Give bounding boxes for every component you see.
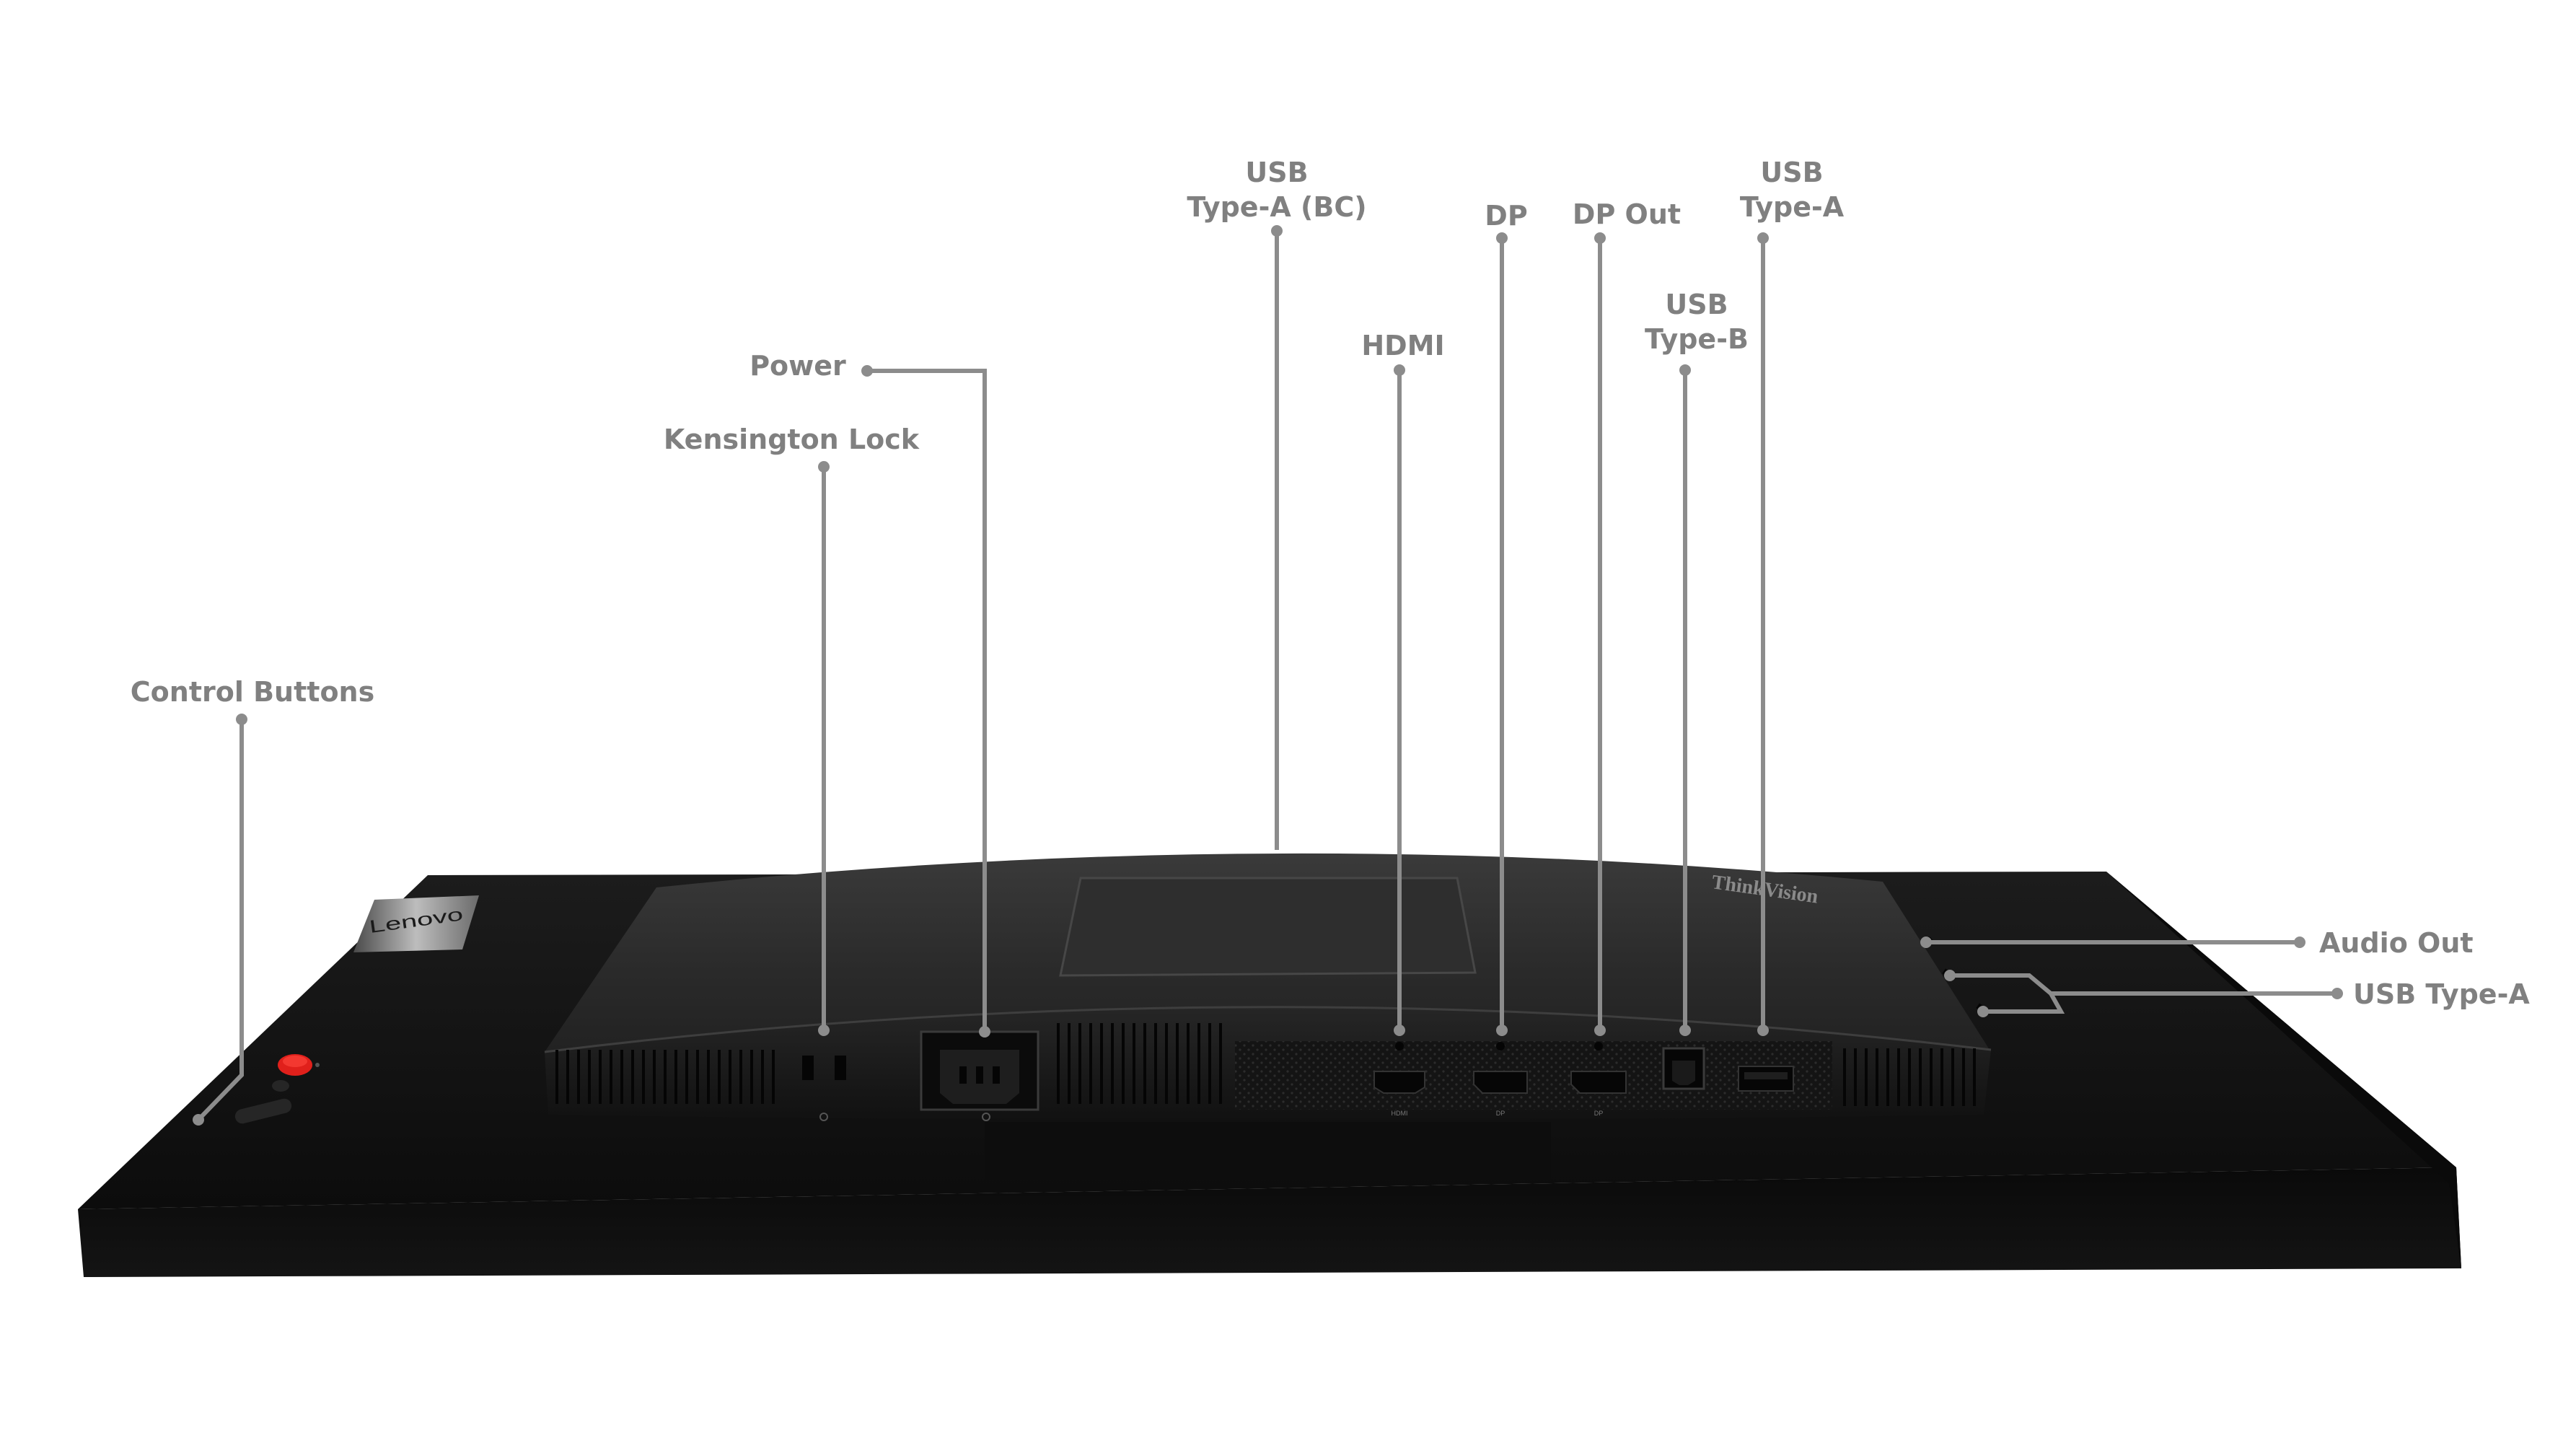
joystick-button[interactable] xyxy=(272,1080,289,1092)
vent-slat xyxy=(1154,1023,1157,1104)
vent-slat xyxy=(1897,1048,1900,1106)
vent-slat xyxy=(1100,1023,1103,1104)
usb-type-b-port[interactable] xyxy=(1662,1047,1705,1090)
vent-slat xyxy=(1165,1023,1168,1104)
control-buttons[interactable] xyxy=(234,1054,320,1125)
vent-slat xyxy=(1865,1048,1868,1106)
vent-slat xyxy=(1143,1023,1146,1104)
vent-grill-mid xyxy=(1057,1023,1222,1104)
usb-type-a-port[interactable] xyxy=(1738,1066,1794,1092)
vent-slat xyxy=(555,1050,558,1104)
vent-slat xyxy=(588,1050,591,1104)
label-hdmi: HDMI xyxy=(1361,330,1444,361)
monitor-front-edge xyxy=(78,1167,2461,1277)
vent-slat xyxy=(1089,1023,1092,1104)
label-power: Power xyxy=(749,350,846,382)
vent-slat xyxy=(1133,1023,1135,1104)
vent-slat xyxy=(1951,1048,1954,1106)
label-usb-type-b-line1: USB xyxy=(1665,289,1728,320)
vent-slat xyxy=(610,1050,612,1104)
vent-slat xyxy=(1068,1023,1071,1104)
vent-slat xyxy=(1940,1048,1943,1106)
vent-slat xyxy=(1208,1023,1211,1104)
label-control-buttons: Control Buttons xyxy=(131,676,374,708)
label-usb-type-a-side: USB Type-A xyxy=(2353,978,2530,1010)
dp-out-port[interactable]: DP xyxy=(1570,1042,1627,1117)
vent-slat xyxy=(772,1050,775,1104)
vent-slat xyxy=(674,1050,677,1104)
lenovo-logo: Lenovo xyxy=(353,895,479,952)
vent-grill-left xyxy=(555,1050,775,1104)
svg-text:DP: DP xyxy=(1496,1110,1505,1117)
hdmi-port[interactable]: HDMI xyxy=(1373,1042,1425,1117)
label-usb-type-a-bc-line2: Type-A (BC) xyxy=(1187,191,1366,223)
vent-slat xyxy=(1886,1048,1889,1106)
label-dp: DP xyxy=(1485,200,1527,232)
stand-mount-plate xyxy=(1059,877,1477,977)
svg-text:DP: DP xyxy=(1594,1110,1604,1117)
vent-slat xyxy=(1843,1048,1846,1106)
vent-slat xyxy=(664,1050,667,1104)
vent-slat xyxy=(1854,1048,1857,1106)
vent-slat xyxy=(1908,1048,1911,1106)
vent-grill-right xyxy=(1843,1048,1976,1106)
vent-slat xyxy=(599,1050,602,1104)
vent-slat xyxy=(620,1050,623,1104)
power-connector[interactable] xyxy=(920,1030,1039,1121)
vent-slat xyxy=(761,1050,764,1104)
label-dp-out: DP Out xyxy=(1573,198,1681,230)
vent-slat xyxy=(1876,1048,1878,1106)
vent-slat xyxy=(577,1050,580,1104)
vent-slat xyxy=(1919,1048,1922,1106)
vent-slat xyxy=(739,1050,742,1104)
label-usb-type-a-line2: Type-A xyxy=(1740,191,1845,223)
vent-slat xyxy=(1176,1023,1179,1104)
menu-rocker-button[interactable] xyxy=(234,1097,293,1126)
label-usb-type-a-bc-line1: USB xyxy=(1245,157,1308,188)
kensington-lock-slot[interactable] xyxy=(802,1056,846,1121)
label-kensington-lock: Kensington Lock xyxy=(664,424,920,455)
rear-hump xyxy=(545,853,1991,1052)
vent-slat xyxy=(750,1050,753,1104)
vent-slat xyxy=(1187,1023,1190,1104)
vent-slat xyxy=(1219,1023,1222,1104)
label-audio-out: Audio Out xyxy=(2319,927,2474,959)
vent-slat xyxy=(1930,1048,1933,1106)
vent-slat xyxy=(718,1050,721,1104)
label-usb-type-a-line1: USB xyxy=(1760,157,1823,188)
vent-slat xyxy=(1122,1023,1125,1104)
vent-slat xyxy=(1973,1048,1976,1106)
vent-slat xyxy=(642,1050,645,1104)
vent-slat xyxy=(1078,1023,1081,1104)
vent-slat xyxy=(696,1050,699,1104)
vent-slat xyxy=(1197,1023,1200,1104)
port-mesh-area xyxy=(1235,1041,1832,1110)
vent-slat xyxy=(685,1050,688,1104)
vent-slat xyxy=(631,1050,634,1104)
vent-slat xyxy=(1057,1023,1060,1104)
vent-slat xyxy=(566,1050,569,1104)
callout-labels: Control Buttons Kensington Lock Power US… xyxy=(131,157,2531,1010)
vent-slat xyxy=(653,1050,656,1104)
vent-slat xyxy=(1111,1023,1114,1104)
vent-slat xyxy=(729,1050,731,1104)
callout-leaders xyxy=(193,225,2343,1126)
label-usb-type-b-line2: Type-B xyxy=(1645,323,1749,355)
svg-text:HDMI: HDMI xyxy=(1392,1110,1408,1117)
dp-port[interactable]: DP xyxy=(1473,1042,1528,1117)
vent-slat xyxy=(1962,1048,1965,1106)
vent-slat xyxy=(707,1050,710,1104)
